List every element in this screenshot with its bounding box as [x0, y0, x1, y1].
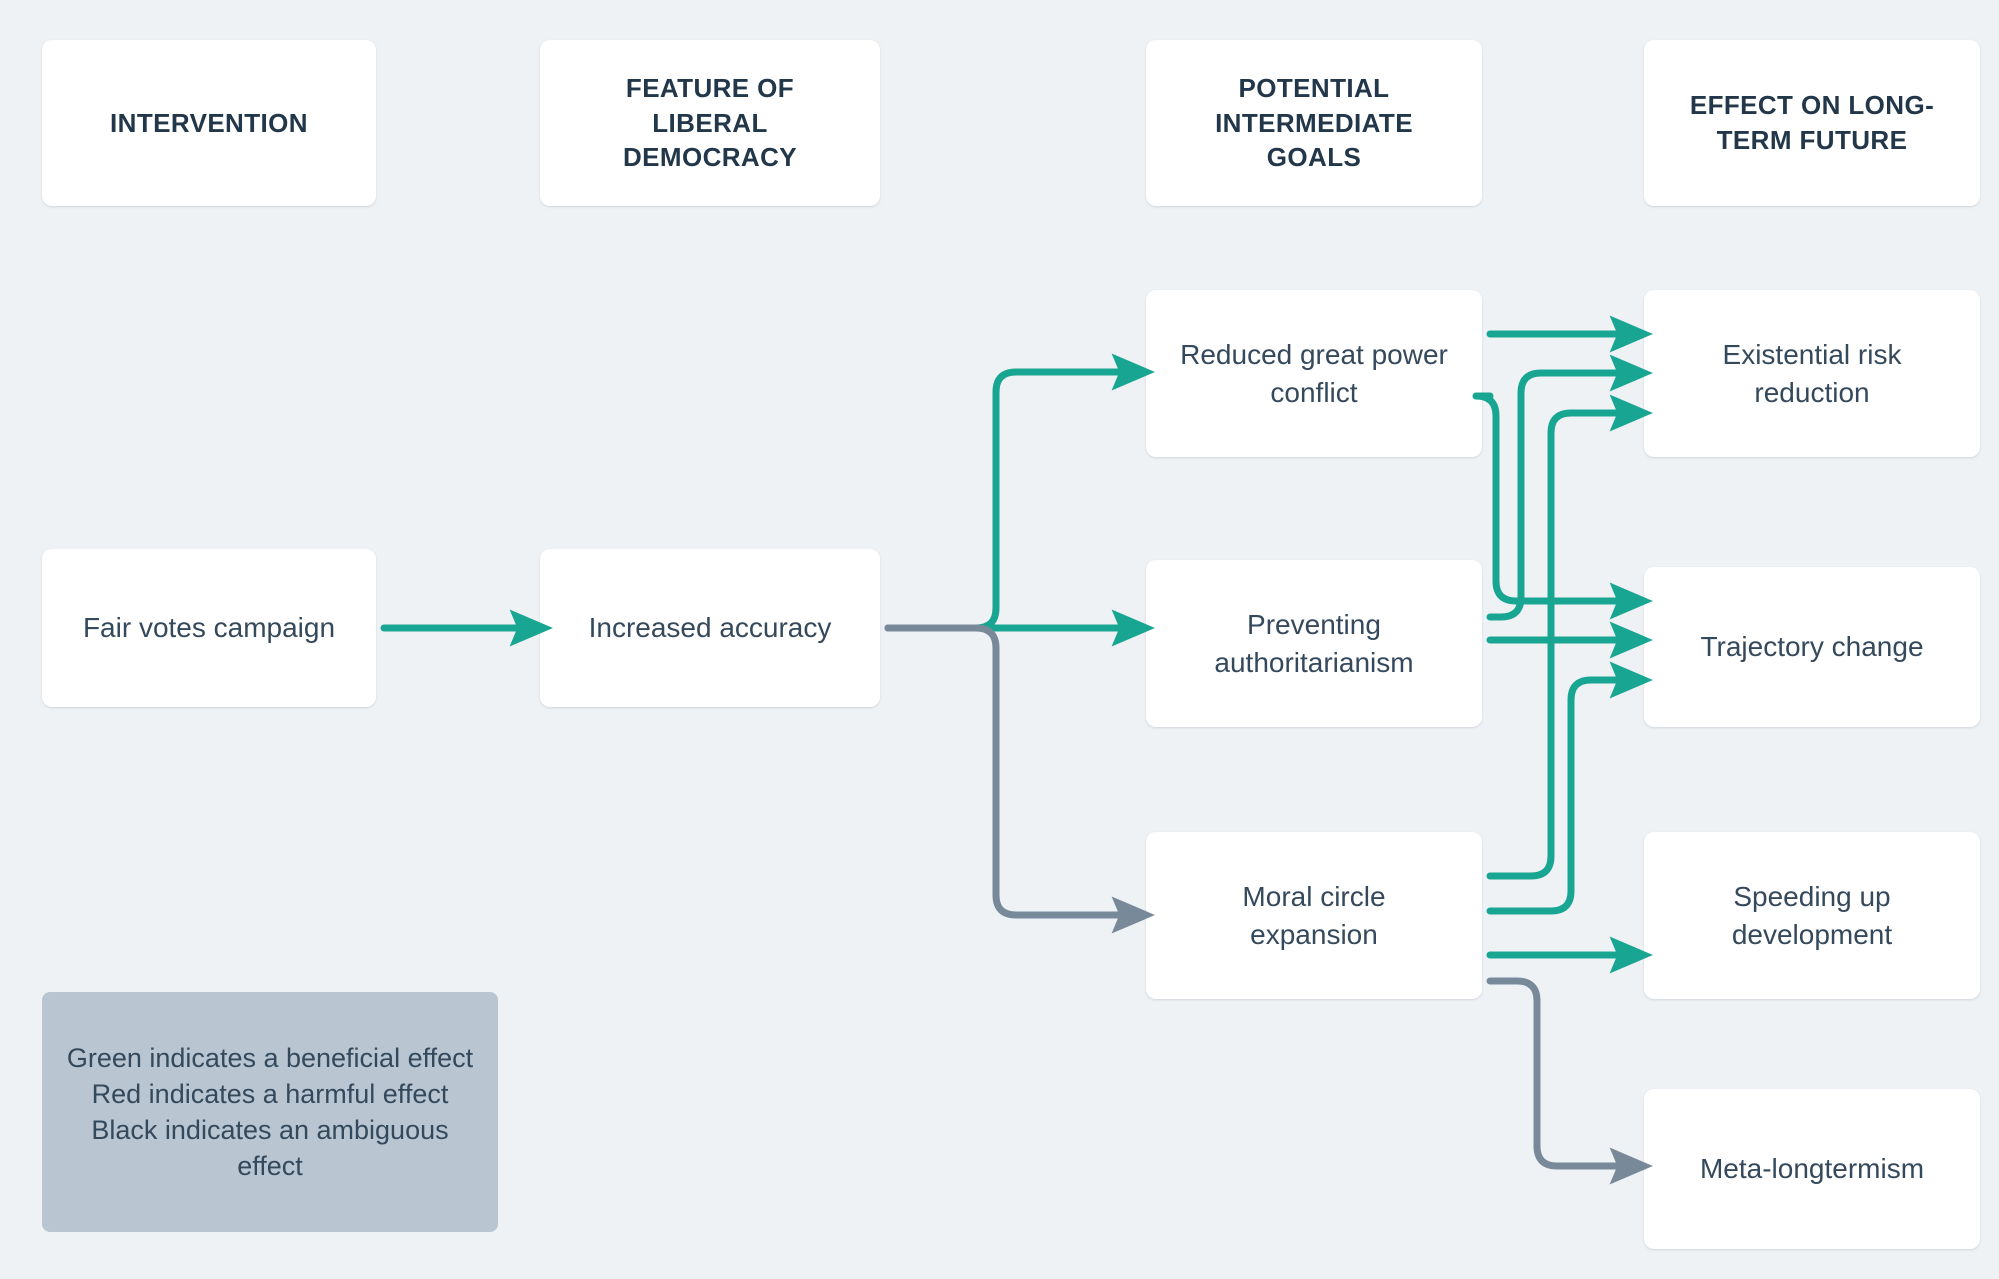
node-reduced-great-power-conflict-label: Reduced great power conflict: [1180, 339, 1448, 408]
edge-moral-circle-expansion-to-meta-longtermism: [1486, 977, 1653, 1185]
column-header-effect-on-long-term-future-label: EFFECT ON LONG- TERM FUTURE: [1689, 90, 1935, 155]
edge-reduced-great-power-conflict-to-trajectory-change: [1472, 392, 1653, 620]
node-fair-votes-campaign[interactable]: Fair votes campaign: [42, 549, 376, 707]
node-fair-votes-campaign-label: Fair votes campaign: [82, 612, 336, 644]
node-reduced-great-power-conflict[interactable]: Reduced great power conflict: [1146, 290, 1482, 457]
column-header-potential-intermediate-goals: POTENTIAL INTERMEDIATE GOALS: [1146, 40, 1482, 206]
node-meta-longtermism-label: Meta-longtermism: [1699, 1153, 1925, 1185]
node-existential-risk-reduction[interactable]: Existential risk reduction: [1644, 290, 1980, 457]
column-header-intervention: INTERVENTION: [42, 40, 376, 206]
legend-box: Green indicates a beneficial effect Red …: [42, 992, 498, 1232]
node-increased-accuracy-label: Increased accuracy: [588, 612, 832, 644]
edge-increased-accuracy-to-moral-circle-expansion: [884, 624, 1155, 934]
edge-moral-circle-expansion-to-trajectory-change: [1486, 661, 1653, 915]
edge-moral-circle-expansion-to-existential-risk-reduction: [1486, 394, 1653, 880]
column-header-intervention-label: INTERVENTION: [110, 107, 308, 138]
column-header-effect-on-long-term-future: EFFECT ON LONG- TERM FUTURE: [1644, 40, 1980, 206]
node-speeding-up-development[interactable]: Speeding up development: [1644, 832, 1980, 999]
legend-text: Green indicates a beneficial effect Red …: [66, 1042, 474, 1182]
node-preventing-authoritarianism-label: Preventing authoritarianism: [1214, 609, 1414, 678]
node-preventing-authoritarianism[interactable]: Preventing authoritarianism: [1146, 560, 1482, 727]
column-header-feature-of-liberal-democracy: FEATURE OF LIBERAL DEMOCRACY: [540, 40, 880, 206]
node-existential-risk-reduction-label: Existential risk reduction: [1722, 339, 1902, 408]
node-meta-longtermism[interactable]: Meta-longtermism: [1644, 1089, 1980, 1249]
node-moral-circle-expansion[interactable]: Moral circle expansion: [1146, 832, 1482, 999]
column-header-potential-intermediate-goals-label: POTENTIAL INTERMEDIATE GOALS: [1215, 73, 1413, 173]
node-moral-circle-expansion-label: Moral circle expansion: [1242, 881, 1386, 950]
node-speeding-up-development-label: Speeding up development: [1731, 881, 1893, 950]
edge-increased-accuracy-to-reduced-great-power-conflict: [884, 353, 1155, 632]
node-increased-accuracy[interactable]: Increased accuracy: [540, 549, 880, 707]
edge-preventing-authoritarianism-to-existential-risk-reduction: [1486, 354, 1653, 621]
node-trajectory-change[interactable]: Trajectory change: [1644, 567, 1980, 727]
column-header-feature-of-liberal-democracy-label: FEATURE OF LIBERAL DEMOCRACY: [622, 73, 798, 173]
node-trajectory-change-label: Trajectory change: [1700, 631, 1924, 663]
